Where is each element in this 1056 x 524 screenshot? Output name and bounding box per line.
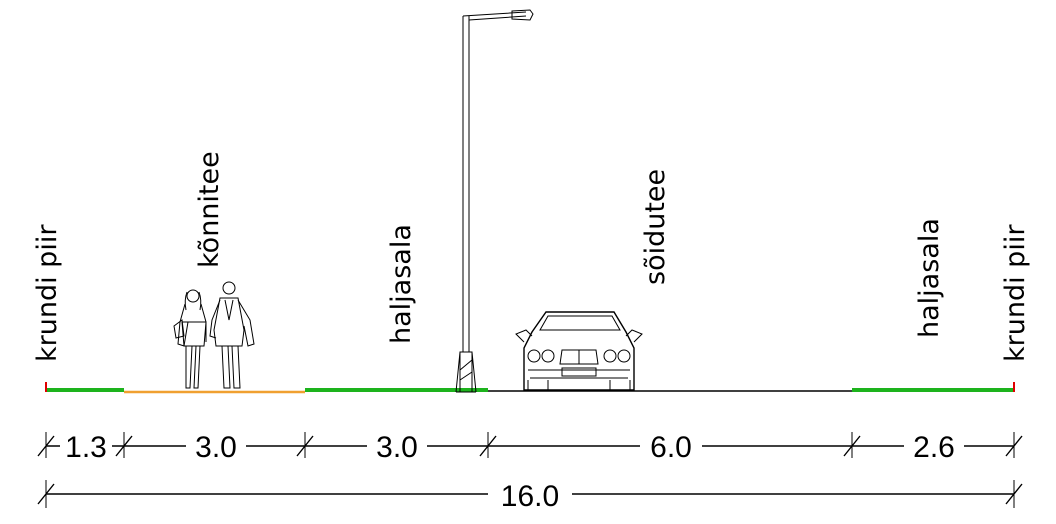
dimension-total: 16.0 [37, 478, 1023, 513]
label-grass-right: haljasala [914, 218, 945, 338]
label-property-left: krundi piir [32, 224, 63, 362]
dim-grass-edge: 1.3 [65, 431, 107, 464]
dim-total: 16.0 [501, 480, 559, 513]
dim-grass-strip: 3.0 [376, 431, 418, 464]
dim-roadway: 6.0 [650, 431, 692, 464]
car-icon [515, 311, 643, 391]
dim-grass-right: 2.6 [913, 431, 955, 464]
street-lamp-icon [455, 9, 534, 393]
label-roadway: sõidutee [640, 169, 671, 285]
label-property-right: krundi piir [1000, 224, 1031, 362]
pedestrians-icon [173, 281, 255, 389]
label-grass-left: haljasala [386, 224, 417, 344]
label-sidewalk: kõnnitee [194, 151, 225, 268]
dimension-row: 1.3 3.0 3.0 6.0 2.6 [37, 430, 1023, 464]
ground-surfaces [45, 382, 1015, 394]
dim-sidewalk: 3.0 [195, 431, 237, 464]
